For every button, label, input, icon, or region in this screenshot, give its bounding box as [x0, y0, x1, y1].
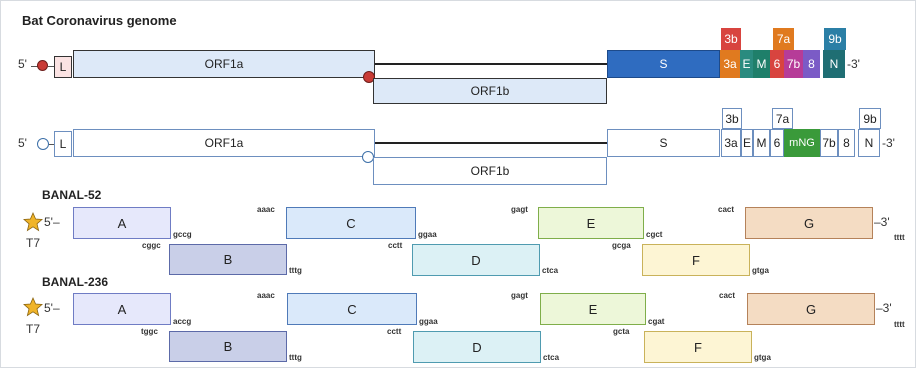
overhang-label: cgct — [646, 230, 663, 239]
fragment-E: E — [540, 293, 646, 325]
gene-E: E — [741, 129, 753, 157]
overhang-label: cggc — [142, 241, 161, 250]
overhang-label: gtga — [754, 353, 771, 362]
fragment-A: A — [73, 207, 171, 239]
gene-3a: 3a — [721, 129, 741, 157]
gene-ORF1a: ORF1a — [73, 129, 375, 157]
gene-3a: 3a — [720, 50, 740, 78]
overhang-label: cact — [718, 205, 735, 214]
gene-ORF1a: ORF1a — [73, 50, 375, 78]
gene-S: S — [607, 129, 720, 157]
five-prime-label: 5' — [18, 57, 27, 71]
three-prime-label: –3' — [876, 301, 892, 315]
five-prime-label: 5' — [18, 136, 27, 150]
gene-6: 6 — [770, 129, 784, 157]
backbone-line — [375, 142, 608, 144]
five-prime-label: 5'– — [44, 301, 60, 315]
gene-7b: 7b — [820, 129, 838, 157]
cap-dot-5prime — [37, 60, 48, 71]
three-prime-label: -3' — [882, 136, 895, 150]
fragment-A: A — [73, 293, 171, 325]
fragment-E: E — [538, 207, 644, 239]
fragment-F: F — [642, 244, 750, 276]
gene-8: 8 — [803, 50, 820, 78]
section-label: BANAL-236 — [42, 275, 109, 289]
gene-ORF1b: ORF1b — [373, 78, 607, 104]
backbone-line — [48, 66, 54, 67]
t7-promoter-star-icon — [23, 296, 43, 317]
gene-7a: 7a — [773, 28, 794, 50]
overhang-label: gcga — [612, 241, 631, 250]
overhang-label: gccg — [173, 230, 192, 239]
overhang-label: aaac — [257, 205, 275, 214]
three-prime-label: -3' — [847, 57, 860, 71]
gene-3b: 3b — [721, 28, 741, 50]
overhang-label: ctca — [543, 353, 560, 362]
overhang-label: accg — [173, 317, 192, 326]
gene-7b: 7b — [784, 50, 803, 78]
overhang-label: gtga — [752, 266, 769, 275]
overhang-label: gcta — [613, 327, 630, 336]
overhang-label: cctt — [387, 327, 402, 336]
gene-7a: 7a — [772, 108, 793, 129]
gene-L: L — [54, 131, 72, 157]
fragment-B: B — [169, 244, 287, 275]
gene-E: E — [740, 50, 753, 78]
overhang-label: tttg — [289, 353, 302, 362]
cap-dot-5prime-open — [37, 138, 49, 150]
overhang-label: cctt — [388, 241, 403, 250]
section-label: BANAL-52 — [42, 188, 102, 202]
overhang-label: ggaa — [418, 230, 437, 239]
fragment-C: C — [286, 207, 416, 239]
overhang-label: cgat — [648, 317, 665, 326]
frameshift-dot — [363, 71, 375, 83]
fragment-F: F — [644, 331, 752, 363]
gene-N: N — [823, 50, 845, 78]
gene-M: M — [753, 50, 770, 78]
overhang-label: aaac — [257, 291, 275, 300]
overhang-label: gagt — [511, 205, 528, 214]
fragment-D: D — [413, 331, 541, 363]
fragment-G: G — [747, 293, 875, 325]
poly-t-tail-label: tttt — [894, 233, 905, 242]
fragment-D: D — [412, 244, 540, 276]
overhang-label: tggc — [141, 327, 158, 336]
figure-title: Bat Coronavirus genome — [22, 13, 177, 28]
fragment-B: B — [169, 331, 287, 362]
overhang-label: gagt — [511, 291, 528, 300]
backbone-line — [375, 63, 608, 65]
poly-t-tail-label: tttt — [894, 320, 905, 329]
gene-mNG: mNG — [784, 129, 820, 157]
t7-label: T7 — [26, 322, 41, 336]
gene-N: N — [858, 129, 880, 157]
overhang-label: cact — [719, 291, 736, 300]
backbone-line — [31, 66, 39, 67]
gene-S: S — [607, 50, 720, 78]
t7-promoter-star-icon — [23, 211, 43, 232]
three-prime-label: –3' — [874, 215, 890, 229]
t7-label: T7 — [26, 236, 41, 250]
backbone-line — [49, 144, 54, 145]
overhang-label: tttg — [289, 266, 302, 275]
gene-9b: 9b — [859, 108, 881, 129]
gene-M: M — [753, 129, 770, 157]
gene-9b: 9b — [824, 28, 846, 50]
fragment-C: C — [287, 293, 417, 325]
overhang-label: ctca — [542, 266, 559, 275]
gene-3b: 3b — [722, 108, 742, 129]
fragment-G: G — [745, 207, 873, 239]
gene-6: 6 — [770, 50, 784, 78]
five-prime-label: 5'– — [44, 215, 60, 229]
gene-L: L — [54, 56, 72, 78]
overhang-label: ggaa — [419, 317, 438, 326]
gene-ORF1b: ORF1b — [373, 157, 607, 185]
gene-8: 8 — [838, 129, 855, 157]
